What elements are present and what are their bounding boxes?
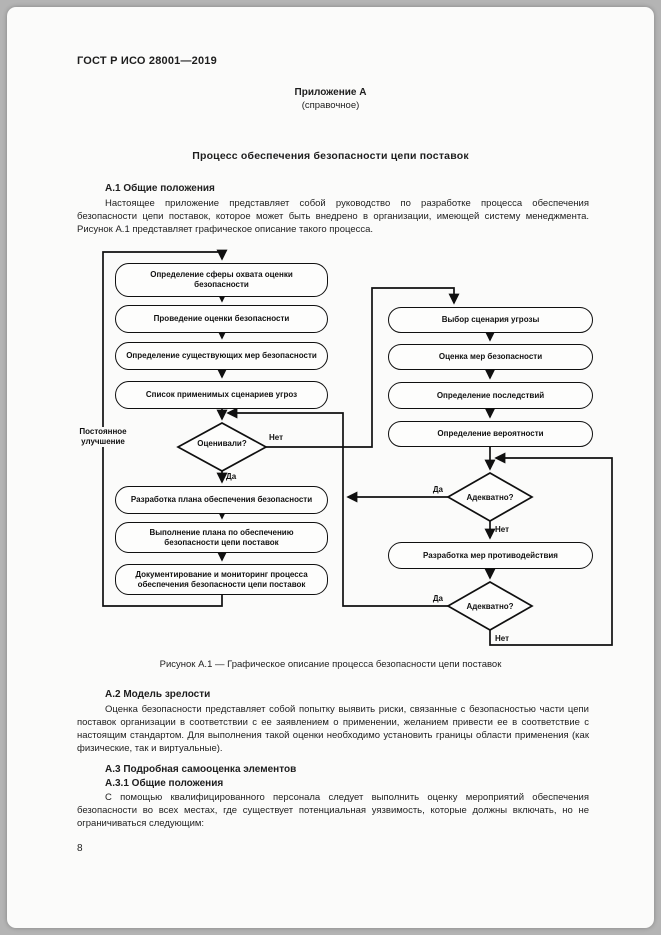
connector-decision-no-to-right — [266, 287, 460, 448]
decision-adequate2-label: Адекватно? — [466, 602, 514, 611]
branch-label-yes: Да — [432, 594, 443, 603]
flow-box-execute-plan: Выполнение плана по обеспечению безопасн… — [115, 522, 328, 553]
document-page: ГОСТ Р ИСО 28001—2019 Приложение А (спра… — [7, 7, 654, 928]
decision-adequate1-label: Адекватно? — [466, 493, 514, 502]
section-a31-paragraph: С помощью квалифицированного персонала с… — [77, 792, 589, 829]
flowchart-figure: Определение сферы охвата оценки безопасн… — [55, 245, 625, 655]
flow-box-scope: Определение сферы охвата оценки безопасн… — [115, 263, 328, 297]
branch-label-yes: Да — [226, 472, 237, 481]
flow-box-document-monitor: Документирование и мониторинг процесса о… — [115, 564, 328, 595]
flow-box-threat-list: Список применимых сценариев угроз — [115, 381, 328, 409]
decision-evaluated-diamond — [176, 422, 268, 472]
flow-box-countermeasures: Разработка мер противодействия — [388, 542, 593, 569]
connector-yes-return-channel — [226, 407, 448, 607]
standard-designation: ГОСТ Р ИСО 28001—2019 — [77, 55, 217, 67]
decision-evaluated-label: Оценивали? — [197, 439, 247, 448]
continuous-improvement-label: Постоянное улучшение — [69, 427, 137, 447]
figure-caption: Рисунок А.1 — Графическое описание проце… — [159, 659, 502, 670]
page-number: 8 — [77, 843, 83, 854]
section-a1-heading: А.1 Общие положения — [105, 183, 215, 194]
branch-label-yes: Да — [432, 485, 443, 494]
section-a2-heading: А.2 Модель зрелости — [105, 689, 211, 700]
section-a1-paragraph: Настоящее приложение представляет собой … — [77, 198, 589, 235]
branch-label-no: Нет — [495, 525, 510, 534]
page-title: Процесс обеспечения безопасности цепи по… — [192, 150, 469, 162]
flow-box-likelihood: Определение вероятности — [388, 421, 593, 447]
section-a3-heading: А.3 Подробная самооценка элементов — [105, 764, 297, 775]
decision-adequate2-diamond — [446, 581, 534, 631]
section-a2-paragraph: Оценка безопасности представляет собой п… — [77, 704, 589, 754]
section-a31-heading: А.3.1 Общие положения — [105, 778, 224, 789]
flow-box-select-scenario: Выбор сценария угрозы — [388, 307, 593, 333]
decision-adequate1-diamond — [446, 472, 534, 522]
branch-label-no: Нет — [269, 433, 284, 442]
annex-type: (справочное) — [301, 100, 360, 111]
flow-box-consequences: Определение последствий — [388, 382, 593, 409]
connector-adequate2-no-loop — [489, 452, 613, 646]
flow-box-assess: Проведение оценки безопасности — [115, 305, 328, 333]
flow-box-security-plan: Разработка плана обеспечения безопасност… — [115, 486, 328, 514]
flow-box-evaluate-measures: Оценка мер безопасности — [388, 344, 593, 370]
flowchart-connectors-svg — [102, 249, 613, 646]
annex-label: Приложение А — [294, 87, 367, 98]
flow-box-existing-measures: Определение существующих мер безопасност… — [115, 342, 328, 370]
branch-label-no: Нет — [495, 634, 510, 643]
